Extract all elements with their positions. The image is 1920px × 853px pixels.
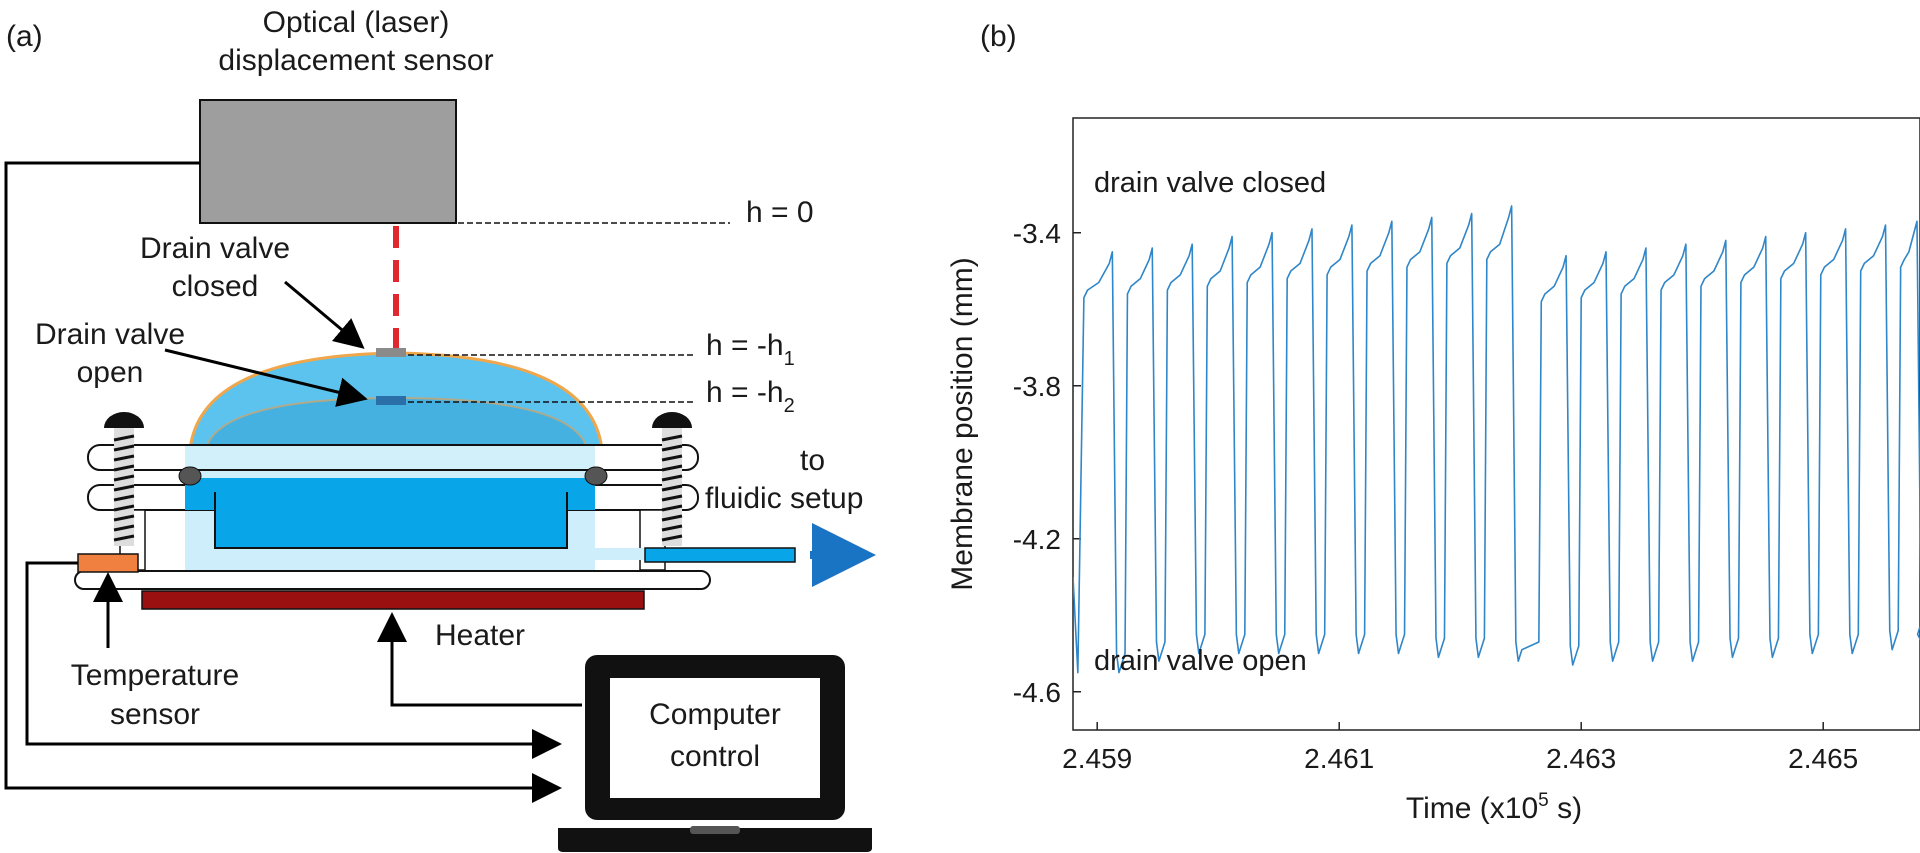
y-tick-label: -3.8	[1013, 371, 1061, 402]
plot-frame	[1072, 117, 1920, 731]
bottom-plate	[74, 570, 711, 590]
o-ring-left	[178, 466, 202, 486]
screw-left	[104, 412, 144, 546]
x-tick-label: 2.459	[1062, 743, 1132, 774]
closed-marker	[376, 348, 406, 357]
heater-cable	[377, 612, 582, 707]
series-line	[1073, 205, 1920, 674]
annotation-closed: drain valve closed	[1094, 167, 1326, 199]
x-tick-label: 2.461	[1304, 743, 1374, 774]
x-axis-label: Time (x105 s)	[1406, 790, 1582, 825]
open-arrow	[164, 348, 368, 407]
computer-label-line2: control	[670, 740, 760, 773]
closed-arrow	[284, 280, 365, 349]
reservoir-outline	[214, 492, 568, 549]
fluidic-label-line2: fluidic setup	[705, 482, 863, 515]
sensor-title-line1: Optical (laser)	[263, 6, 450, 39]
panel-b: (b) -3.4 -3.8 -4.2 -4.6 2.459 2.461 2.463 2.46…	[946, 20, 1920, 825]
heater	[141, 590, 645, 610]
x-tick-label: 2.463	[1546, 743, 1616, 774]
panel-a-label: (a)	[6, 20, 43, 53]
sensor-title-line2: displacement sensor	[218, 44, 493, 77]
water-reservoir	[185, 478, 595, 548]
h1-label: h = -h1	[706, 329, 795, 370]
annotation-open: drain valve open	[1094, 645, 1307, 677]
laptop-icon	[558, 655, 872, 852]
outlet-channel	[595, 548, 645, 560]
outlet-pipe	[644, 547, 796, 563]
h2-label: h = -h2	[706, 376, 795, 417]
x-axis-ticks: 2.459 2.461 2.463 2.465	[1062, 722, 1858, 774]
closed-label-line2: closed	[172, 270, 259, 303]
sensor-cable	[4, 161, 562, 803]
series-group	[1073, 205, 1920, 674]
panel-b-label: (b)	[980, 20, 1017, 53]
y-axis-label: Membrane position (mm)	[946, 257, 979, 590]
o-ring-right	[584, 466, 608, 486]
temperature-sensor	[77, 553, 139, 573]
heater-label: Heater	[435, 619, 525, 652]
h0-label: h = 0	[746, 196, 814, 229]
computer-label-line1: Computer	[649, 698, 781, 731]
y-axis-ticks: -3.4 -3.8 -4.2 -4.6	[1013, 218, 1081, 708]
temp-cable	[25, 561, 562, 759]
fluidic-label-line1: to	[800, 444, 825, 477]
open-label-line2: open	[77, 356, 144, 389]
laser-sensor-box	[199, 99, 457, 224]
open-marker	[376, 396, 406, 405]
screw-right	[652, 412, 692, 546]
y-tick-label: -3.4	[1013, 218, 1061, 249]
closed-label-line1: Drain valve	[140, 232, 290, 265]
top-plate-window	[185, 446, 595, 469]
panel-a: (a) Optical (laser) displacement sensor …	[4, 6, 876, 852]
y-tick-label: -4.6	[1013, 677, 1061, 708]
y-tick-label: -4.2	[1013, 524, 1061, 555]
temp-label-line2: sensor	[110, 698, 200, 731]
open-label-line1: Drain valve	[35, 318, 185, 351]
x-tick-label: 2.465	[1788, 743, 1858, 774]
temp-label-line1: Temperature	[71, 659, 239, 692]
